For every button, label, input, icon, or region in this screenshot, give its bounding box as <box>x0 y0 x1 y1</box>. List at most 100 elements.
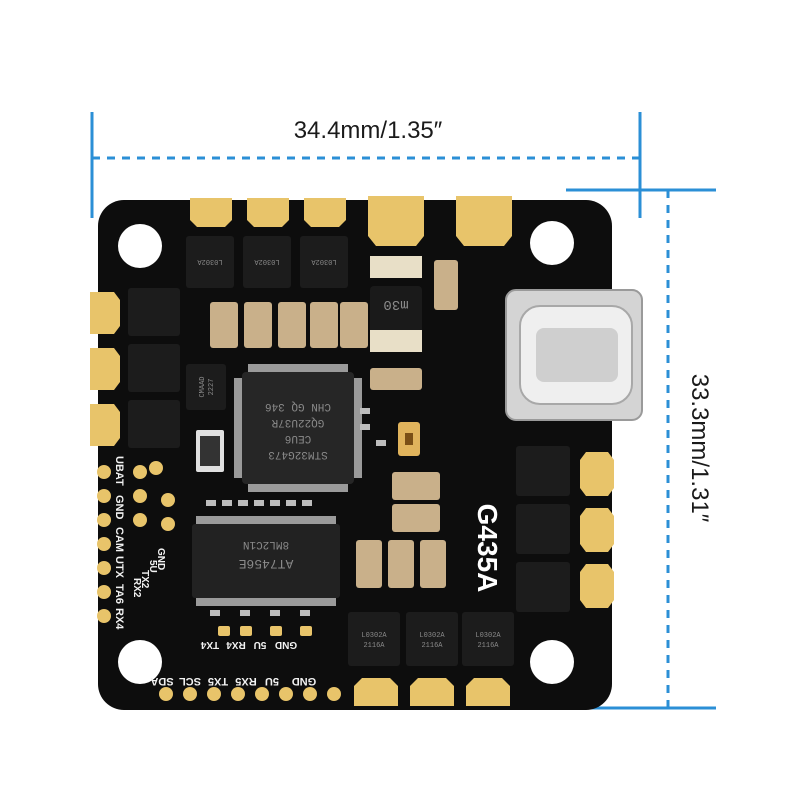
solder-pad <box>133 465 147 479</box>
mosfet-label: L0302A <box>311 257 337 265</box>
smd-part <box>240 610 250 616</box>
top-mosfets: L0302A L0302A L0302A <box>186 236 348 288</box>
top-pads <box>190 196 512 246</box>
usb-c-tongue <box>536 328 618 382</box>
solder-pad <box>159 687 173 701</box>
pad-label-gnd-inner: GND <box>155 548 166 570</box>
mcu-line-3: GQ22U37R <box>271 416 324 428</box>
capacitor <box>420 540 446 588</box>
motor-pad <box>247 198 289 227</box>
mosfet-chip <box>516 504 570 554</box>
mount-hole-br <box>530 640 574 684</box>
mosfet-chip <box>348 612 400 666</box>
pad-label-utx: UTX <box>113 556 125 579</box>
small-chip-label: CMAAD <box>199 376 207 397</box>
mosfet-chip <box>516 446 570 496</box>
capacitor <box>244 302 272 348</box>
pad-label-gnd: GND <box>113 495 125 520</box>
mcu-body <box>242 372 354 484</box>
smd-part <box>360 424 370 430</box>
motor-pad-right <box>580 452 614 496</box>
solder-pad-small <box>240 626 252 636</box>
mosfet-label: L0302A <box>419 632 445 640</box>
mount-hole-bl <box>118 640 162 684</box>
solder-pad <box>279 687 293 701</box>
smd-part <box>302 500 312 506</box>
capacitor <box>392 472 440 500</box>
solder-pad <box>161 493 175 507</box>
solder-pad <box>183 687 197 701</box>
mosfet-chip <box>300 236 348 288</box>
mosfet-label: L0302A <box>254 257 280 265</box>
capacitor-row <box>210 302 368 348</box>
smd-part <box>300 610 310 616</box>
motor-pad <box>304 198 346 227</box>
pad-label-rx2: RX2 <box>131 578 142 598</box>
solder-pad <box>97 465 111 479</box>
mosfet-sublabel: 2116A <box>363 642 385 650</box>
motor-pad-left <box>90 292 120 334</box>
mosfet-sublabel: 2116A <box>477 642 499 650</box>
mosfet-chip <box>186 236 234 288</box>
solder-pad <box>133 489 147 503</box>
solder-pad-small <box>270 626 282 636</box>
pad-label-tx5: TX5 <box>208 675 228 687</box>
right-esc-pads <box>580 452 614 608</box>
motor-pad-bottom <box>466 678 510 706</box>
solder-pad <box>327 687 341 701</box>
motor-pad-right <box>580 564 614 608</box>
mcu-line-1: STM32G473 <box>268 448 327 460</box>
solder-pad-small <box>300 626 312 636</box>
smd-part <box>254 500 264 506</box>
smd-part <box>210 610 220 616</box>
capacitor <box>310 302 338 348</box>
solder-pad <box>97 585 111 599</box>
solder-pad <box>97 513 111 527</box>
solder-pad-small <box>218 626 230 636</box>
pad-label-sda: SDA <box>150 675 173 687</box>
pad-label-ubat: UBAT <box>113 456 125 486</box>
pad-label-cam: CAM <box>113 527 125 552</box>
pad-label-tx2: TX2 <box>139 570 150 589</box>
mcu-pins-right <box>354 378 362 478</box>
motor-pad-right <box>580 508 614 552</box>
solder-pad <box>97 537 111 551</box>
current-shunt <box>196 430 224 472</box>
inductor-lead <box>370 256 422 278</box>
solder-pad <box>231 687 245 701</box>
status-led-dot <box>405 433 413 445</box>
mosfet-chip <box>462 612 514 666</box>
pad-label-rx4: RX4 <box>113 608 125 630</box>
solder-pad <box>161 517 175 531</box>
bottom-esc-pads <box>354 678 510 706</box>
pad-label-tx4: TX4 <box>200 639 219 650</box>
mosfet-chip <box>128 400 180 448</box>
mcu-line-2: CEU6 <box>285 432 311 444</box>
osd-pins-bottom <box>196 598 336 606</box>
motor-pad <box>190 198 232 227</box>
solder-pad <box>97 561 111 575</box>
pad-label-rx4-inner: RX4 <box>226 639 246 650</box>
pad-label-5u-bottom: 5U <box>254 639 267 650</box>
smd-part <box>360 408 370 414</box>
solder-pad <box>97 609 111 623</box>
inductor-lead <box>370 330 422 352</box>
smd-part <box>222 500 232 506</box>
pad-label-5u: 5U <box>265 675 279 687</box>
motor-pad-bottom <box>354 678 398 706</box>
solder-pad <box>133 513 147 527</box>
solder-pad <box>207 687 221 701</box>
motor-pad-left <box>90 404 120 446</box>
mount-hole-tl <box>118 224 162 268</box>
mcu-chip: STM32G473 CEU6 GQ22U37R CHN GQ 346 <box>234 364 362 492</box>
osd-pins-top <box>196 516 336 524</box>
capacitor <box>356 540 382 588</box>
left-pad-labels: UBAT GND CAM UTX TA6 RX4 <box>113 456 125 630</box>
mosfet-label: L0302A <box>475 632 501 640</box>
bottom-solder-pads <box>159 626 341 701</box>
capacitor <box>392 504 440 532</box>
mosfet-chip <box>128 288 180 336</box>
bottom-mosfets: L0302A 2116A L0302A 2116A L0302A 2116A <box>348 612 514 666</box>
inner-pad-labels: GND 5U TX2 RX2 <box>131 548 166 598</box>
